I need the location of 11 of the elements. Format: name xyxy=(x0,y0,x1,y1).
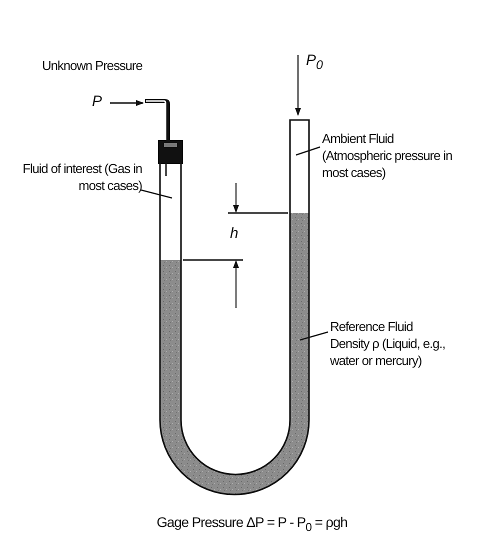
callout-text: Reference Fluid Density ρ (Liquid, e.g., water or mercury) xyxy=(330,318,450,369)
label: Unknown Pressure xyxy=(42,57,142,74)
callout-text: Fluid of interest (Gas in most cases) xyxy=(12,160,142,194)
pressure-symbol: P xyxy=(92,93,102,110)
leader-line xyxy=(140,189,172,199)
caption: Gage Pressure ΔP = P - P$_{0}$ = ρgh xyxy=(156,514,348,536)
callout-text: Ambient Fluid (Atmospheric pressure in most cases) xyxy=(322,130,457,181)
leader-line xyxy=(296,146,320,156)
pressure-symbol: P$_{0}$ xyxy=(306,52,323,74)
leader-line xyxy=(300,331,328,341)
dimension-label: h xyxy=(230,225,238,242)
